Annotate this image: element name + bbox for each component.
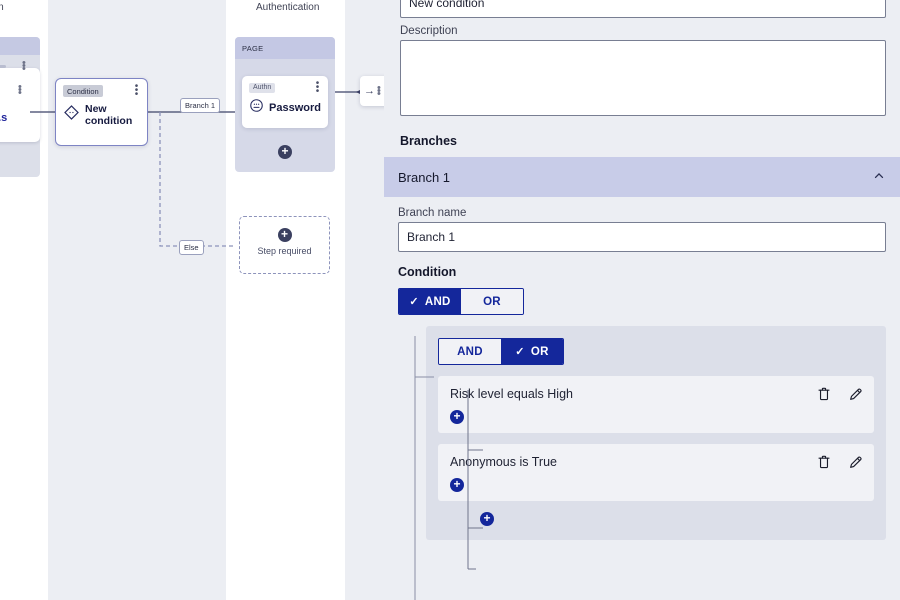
edge-label-else[interactable]: Else [179, 240, 204, 255]
offscreen-node-title-bar [0, 65, 6, 68]
kebab-menu-icon[interactable]: ••• [134, 81, 139, 100]
outer-toggle-or[interactable]: OR [461, 289, 523, 314]
inner-toggle-or-label: OR [530, 345, 549, 358]
diamond-condition-icon [63, 104, 80, 126]
trash-icon[interactable] [816, 386, 832, 402]
condition-row[interactable]: Anonymous is True [438, 444, 874, 501]
edge-label-branch-1[interactable]: Branch 1 [180, 98, 221, 113]
condition-node-title: New condition [85, 102, 133, 127]
arrow-to-list-icon: → [364, 85, 375, 97]
lane-title-authentication: Authentication [256, 2, 320, 13]
check-icon: ✓ [409, 296, 419, 308]
branch-name-input[interactable] [398, 222, 886, 252]
add-condition-icon[interactable]: + [450, 409, 464, 424]
node-type-chip: Condition [63, 85, 103, 97]
outer-toggle-or-label: OR [483, 295, 501, 308]
condition-rows: Risk level equals High [438, 376, 874, 526]
add-step-icon[interactable]: + [278, 145, 292, 159]
condition-row-actions [816, 454, 864, 470]
outer-logic-toggle[interactable]: ✓ AND OR [398, 288, 524, 315]
name-input[interactable] [400, 0, 886, 18]
kebab-menu-icon[interactable]: ••• [377, 81, 381, 100]
condition-row[interactable]: Risk level equals High [438, 376, 874, 433]
offscreen-node-label: ...s [0, 112, 8, 124]
branch-name-label: Branch name [398, 207, 467, 219]
password-face-icon [249, 98, 264, 118]
step-required-label: Step required [257, 246, 312, 256]
flow-canvas[interactable]: ...ion Authentication ...s ••• ••• Condi… [0, 0, 384, 600]
pencil-icon[interactable] [848, 454, 864, 470]
condition-group: AND ✓ OR Risk level equals High [426, 326, 886, 540]
outer-toggle-and-label: AND [424, 295, 451, 308]
offscreen-node-card[interactable] [0, 68, 40, 142]
password-node-title: Password [269, 102, 321, 114]
inner-toggle-and[interactable]: AND [439, 339, 501, 364]
flow-node-password[interactable]: Authn ••• Password [242, 76, 328, 128]
trash-icon[interactable] [816, 454, 832, 470]
condition-section-title: Condition [398, 265, 457, 279]
page-group-header: PAGE [235, 37, 335, 59]
add-condition-icon[interactable]: + [450, 477, 464, 492]
properties-panel-inner: Description Branches [384, 0, 900, 148]
condition-text: Risk level equals High [450, 387, 573, 401]
description-label: Description [400, 25, 458, 37]
flow-node-step-required[interactable]: + Step required [239, 216, 330, 274]
flow-node-condition[interactable]: Condition ••• New condition [55, 78, 148, 146]
inner-logic-toggle[interactable]: AND ✓ OR [438, 338, 564, 365]
kebab-menu-icon[interactable]: ••• [22, 57, 26, 75]
branch-header-label: Branch 1 [398, 169, 451, 185]
node-type-chip: Authn [249, 82, 276, 93]
lane-title-left: ...ion [0, 2, 4, 13]
inner-toggle-and-label: AND [457, 345, 483, 358]
branch-accordion: Branch 1 Branch name Condition ✓ AND [384, 157, 900, 540]
chevron-up-icon[interactable] [872, 169, 886, 186]
offscreen-group-header [0, 37, 40, 55]
outer-toggle-and[interactable]: ✓ AND [399, 289, 461, 314]
flow-connector-card[interactable]: → ••• [360, 76, 384, 106]
password-node-body: Password [249, 98, 328, 118]
properties-panel: Description Branches Branch 1 Branch nam… [384, 0, 900, 600]
inner-toggle-or[interactable]: ✓ OR [501, 339, 563, 364]
branch-accordion-header[interactable]: Branch 1 [384, 157, 900, 197]
condition-node-body: New condition [63, 103, 147, 127]
add-step-icon[interactable]: + [277, 228, 292, 242]
description-textarea[interactable] [400, 40, 886, 116]
branch-accordion-body: Branch name Condition ✓ AND OR AND [384, 197, 900, 540]
condition-row-actions [816, 386, 864, 402]
branches-section-title: Branches [400, 134, 457, 148]
add-condition-group-icon[interactable]: + [480, 511, 494, 526]
pencil-icon[interactable] [848, 386, 864, 402]
condition-text: Anonymous is True [450, 455, 557, 469]
kebab-menu-icon[interactable]: ••• [18, 81, 22, 99]
name-field-group [400, 0, 886, 18]
kebab-menu-icon[interactable]: ••• [315, 78, 320, 97]
check-icon: ✓ [515, 346, 525, 358]
